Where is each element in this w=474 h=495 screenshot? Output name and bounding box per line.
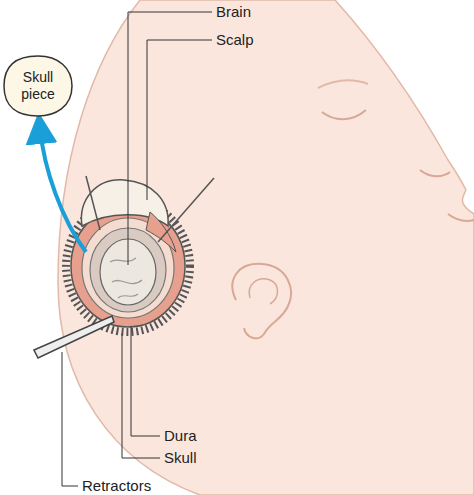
mouth <box>448 214 474 221</box>
removal-arrow <box>40 128 86 252</box>
bone-flap: Skull piece <box>2 54 74 118</box>
node-text: Skull piece <box>12 69 64 103</box>
retractor-hook <box>86 176 100 230</box>
nostril <box>420 170 450 176</box>
part-label: Retractors <box>82 477 151 495</box>
leader-line <box>147 40 212 200</box>
eye <box>322 110 366 119</box>
retractor-hook <box>158 178 214 242</box>
leader-line <box>62 352 78 486</box>
leader-line <box>122 334 160 458</box>
leader-line <box>128 12 212 265</box>
retractor-handle <box>34 316 114 358</box>
head-outline <box>58 0 474 495</box>
ear <box>232 264 291 338</box>
eyebrow <box>318 81 368 88</box>
part-label: Scalp <box>216 31 254 49</box>
part-label: Brain <box>216 3 251 21</box>
ear-inner <box>249 279 277 304</box>
part-label: Skull <box>164 449 197 467</box>
part-label: Dura <box>164 427 197 445</box>
brain-folds <box>110 258 142 298</box>
leader-line <box>131 326 160 436</box>
scalp-flap-inner <box>146 212 176 252</box>
